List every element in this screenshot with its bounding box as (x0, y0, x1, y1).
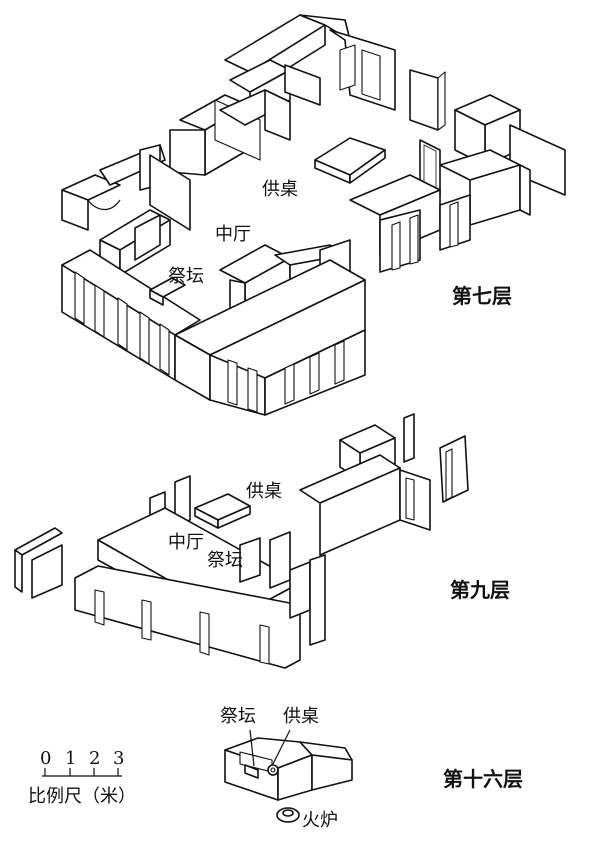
scale-caption: 比例尺（米） (28, 786, 136, 807)
floor-7-central-hall-label: 中厅 (215, 224, 251, 245)
scale-tick-0: 0 (40, 748, 51, 769)
floor-16-structure (224, 729, 353, 823)
floor-9-altar-label: 祭坛 (207, 550, 243, 571)
floor-16-title: 第十六层 (443, 767, 523, 791)
floor-9-central-hall-label: 中厅 (168, 532, 204, 553)
floor-7-offering-table-label: 供桌 (262, 179, 298, 200)
floor-9-offering-table-label: 供桌 (246, 481, 282, 502)
floor-7-altar-label: 祭坛 (168, 266, 204, 287)
scale-tick-1: 1 (65, 748, 76, 769)
scale-tick-3: 3 (113, 748, 124, 769)
floor-9-structure (14, 413, 469, 669)
floor-9-title: 第九层 (450, 578, 510, 602)
scale-tick-2: 2 (89, 748, 100, 769)
floor-16-altar-label: 祭坛 (220, 706, 256, 727)
floor-7-title: 第七层 (452, 284, 512, 308)
floor-16-offering-table-label: 供桌 (283, 706, 319, 727)
floor-16-stove-label: 火炉 (302, 810, 338, 831)
floor-7-structure (61, 14, 566, 416)
scale-bar (42, 768, 122, 777)
